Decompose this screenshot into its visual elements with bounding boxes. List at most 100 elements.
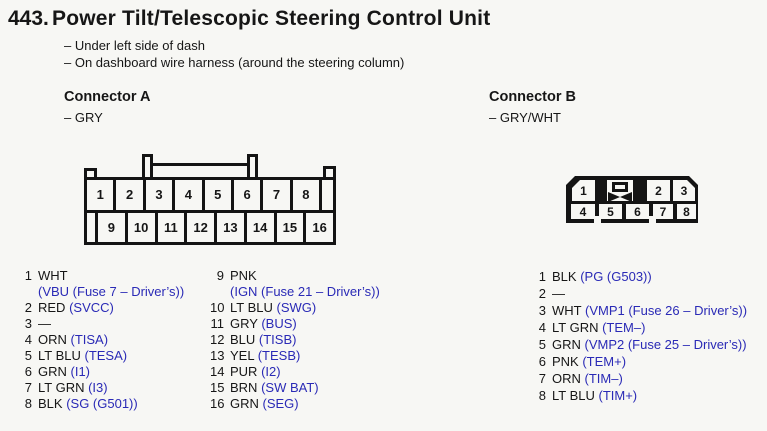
pin-number: 14	[210, 364, 225, 379]
circuit-name: (I2)	[257, 364, 281, 379]
pin-row: 1 WHT	[18, 268, 184, 284]
pin-wire-and-circuit: GRN (VMP2 (Fuse 25 – Driver’s))	[552, 336, 747, 353]
pin-wire-and-circuit: PUR (I2)	[230, 364, 281, 380]
pin-number: 4	[538, 320, 546, 335]
pin-cavity: 16	[306, 212, 333, 242]
pin-number: 1	[24, 268, 32, 283]
wire-color: YEL	[230, 348, 255, 363]
wire-color: LT GRN	[552, 320, 599, 335]
pin-wire-and-circuit: RED (SVCC)	[38, 300, 114, 316]
pin-wire-and-circuit: LT BLU (TESA)	[38, 348, 127, 364]
note-line: – On dashboard wire harness (around the …	[64, 55, 405, 70]
pin-wire-and-circuit: YEL (TESB)	[230, 348, 300, 364]
pin-number: 15	[210, 380, 225, 395]
connector-a-pinout-1-8: 1 WHT(VBU (Fuse 7 – Driver’s)) 2 RED (SVCC)…	[18, 268, 184, 412]
wire-color: WHT	[552, 303, 582, 318]
wire-color: —	[552, 286, 565, 301]
wire-color: GRN	[38, 364, 67, 379]
pin-cavity: 4	[571, 204, 595, 219]
circuit-name: (VMP1 (Fuse 26 – Driver’s))	[581, 303, 748, 318]
pin-number: 7	[24, 380, 32, 395]
pin-wire-and-circuit: PNK	[230, 268, 257, 284]
pin-wire-and-circuit: GRN (I1)	[38, 364, 90, 380]
wire-color: GRN	[230, 396, 259, 411]
pin-number: 10	[210, 300, 225, 315]
lock-bowtie-right-shape	[620, 192, 632, 202]
pin-wire-and-circuit: LT BLU (TIM+)	[552, 387, 637, 404]
pin-row: 5 GRN (VMP2 (Fuse 25 – Driver’s))	[532, 336, 747, 353]
circuit-name: (I1)	[66, 364, 91, 379]
pin-number: 3	[538, 303, 546, 318]
pin-wire-and-circuit: WHT (VMP1 (Fuse 26 – Driver’s))	[552, 302, 747, 319]
pin-number: 5	[538, 337, 546, 352]
pin-row: 6 PNK (TEM+)	[532, 353, 747, 370]
pin-number: 6	[538, 354, 546, 369]
pin-cavity: 6	[233, 180, 261, 210]
pin-number: 7	[538, 371, 546, 386]
pin-wire-and-circuit: GRY (BUS)	[230, 316, 297, 332]
pin-number: 6	[24, 364, 32, 379]
pin-cavity: 10	[127, 212, 155, 242]
pin-cavity: 2	[116, 180, 143, 210]
connector-a-wire-color: – GRY	[64, 110, 103, 125]
connector-b-heading: Connector B – GRY/WHT	[489, 89, 576, 125]
pin-cavity: 11	[157, 212, 185, 242]
wire-color: PNK	[552, 354, 579, 369]
pin-wire-and-circuit: ORN (TIM–)	[552, 370, 623, 387]
location-notes: – Under left side of dash – On dashboard…	[64, 37, 404, 71]
pin-row: 2—	[532, 285, 747, 302]
pin-number: 2	[24, 300, 32, 315]
wire-color: GRN	[552, 337, 581, 352]
circuit-name: (TESB)	[254, 348, 301, 363]
pin-row: 15 BRN (SW BAT)	[210, 380, 380, 396]
pin-cavity: 13	[217, 212, 244, 242]
pin-number: 3	[24, 316, 32, 331]
pin-cavity: 6	[626, 204, 649, 219]
wire-color: WHT	[38, 268, 68, 283]
wire-color: LT BLU	[38, 348, 81, 363]
wire-color: BLK	[38, 396, 63, 411]
section-number: 443.	[8, 7, 49, 30]
circuit-name: (TEM+)	[578, 354, 627, 369]
wire-color: LT BLU	[230, 300, 273, 315]
wire-color: BRN	[230, 380, 258, 395]
pin-row: 14 PUR (I2)	[210, 364, 380, 380]
connector-b-label: Connector B	[489, 89, 576, 105]
pin-number: 11	[210, 316, 225, 331]
wire-color: PUR	[230, 364, 258, 379]
page-title: Power Tilt/Telescopic Steering Control U…	[52, 7, 491, 30]
circuit-name: (TESA)	[80, 348, 128, 363]
pin-wire-and-circuit: —	[552, 285, 565, 302]
circuit-name-continued: (VBU (Fuse 7 – Driver’s))	[38, 284, 185, 299]
pin-cavity: 5	[599, 204, 622, 219]
pin-cavity: 5	[204, 180, 231, 210]
pin-cavity: 9	[98, 212, 125, 242]
pin-cavity: 2	[647, 180, 670, 201]
wire-color: LT GRN	[38, 380, 85, 395]
connector-lock-icon	[607, 180, 633, 202]
pin-wire-and-circuit: BRN (SW BAT)	[230, 380, 319, 396]
pin-row: 7 ORN (TIM–)	[532, 370, 747, 387]
pin-cavity: 8	[677, 204, 696, 219]
pin-cavity: 3	[145, 180, 173, 210]
pin-wire-and-circuit: GRN (SEG)	[230, 396, 299, 412]
wire-color: LT BLU	[552, 388, 595, 403]
pin-wire-and-circuit: PNK (TEM+)	[552, 353, 626, 370]
pin-cavity: 7	[653, 204, 673, 219]
pin-wire-and-circuit: ORN (TISA)	[38, 332, 108, 348]
blank-cavity	[87, 212, 95, 242]
